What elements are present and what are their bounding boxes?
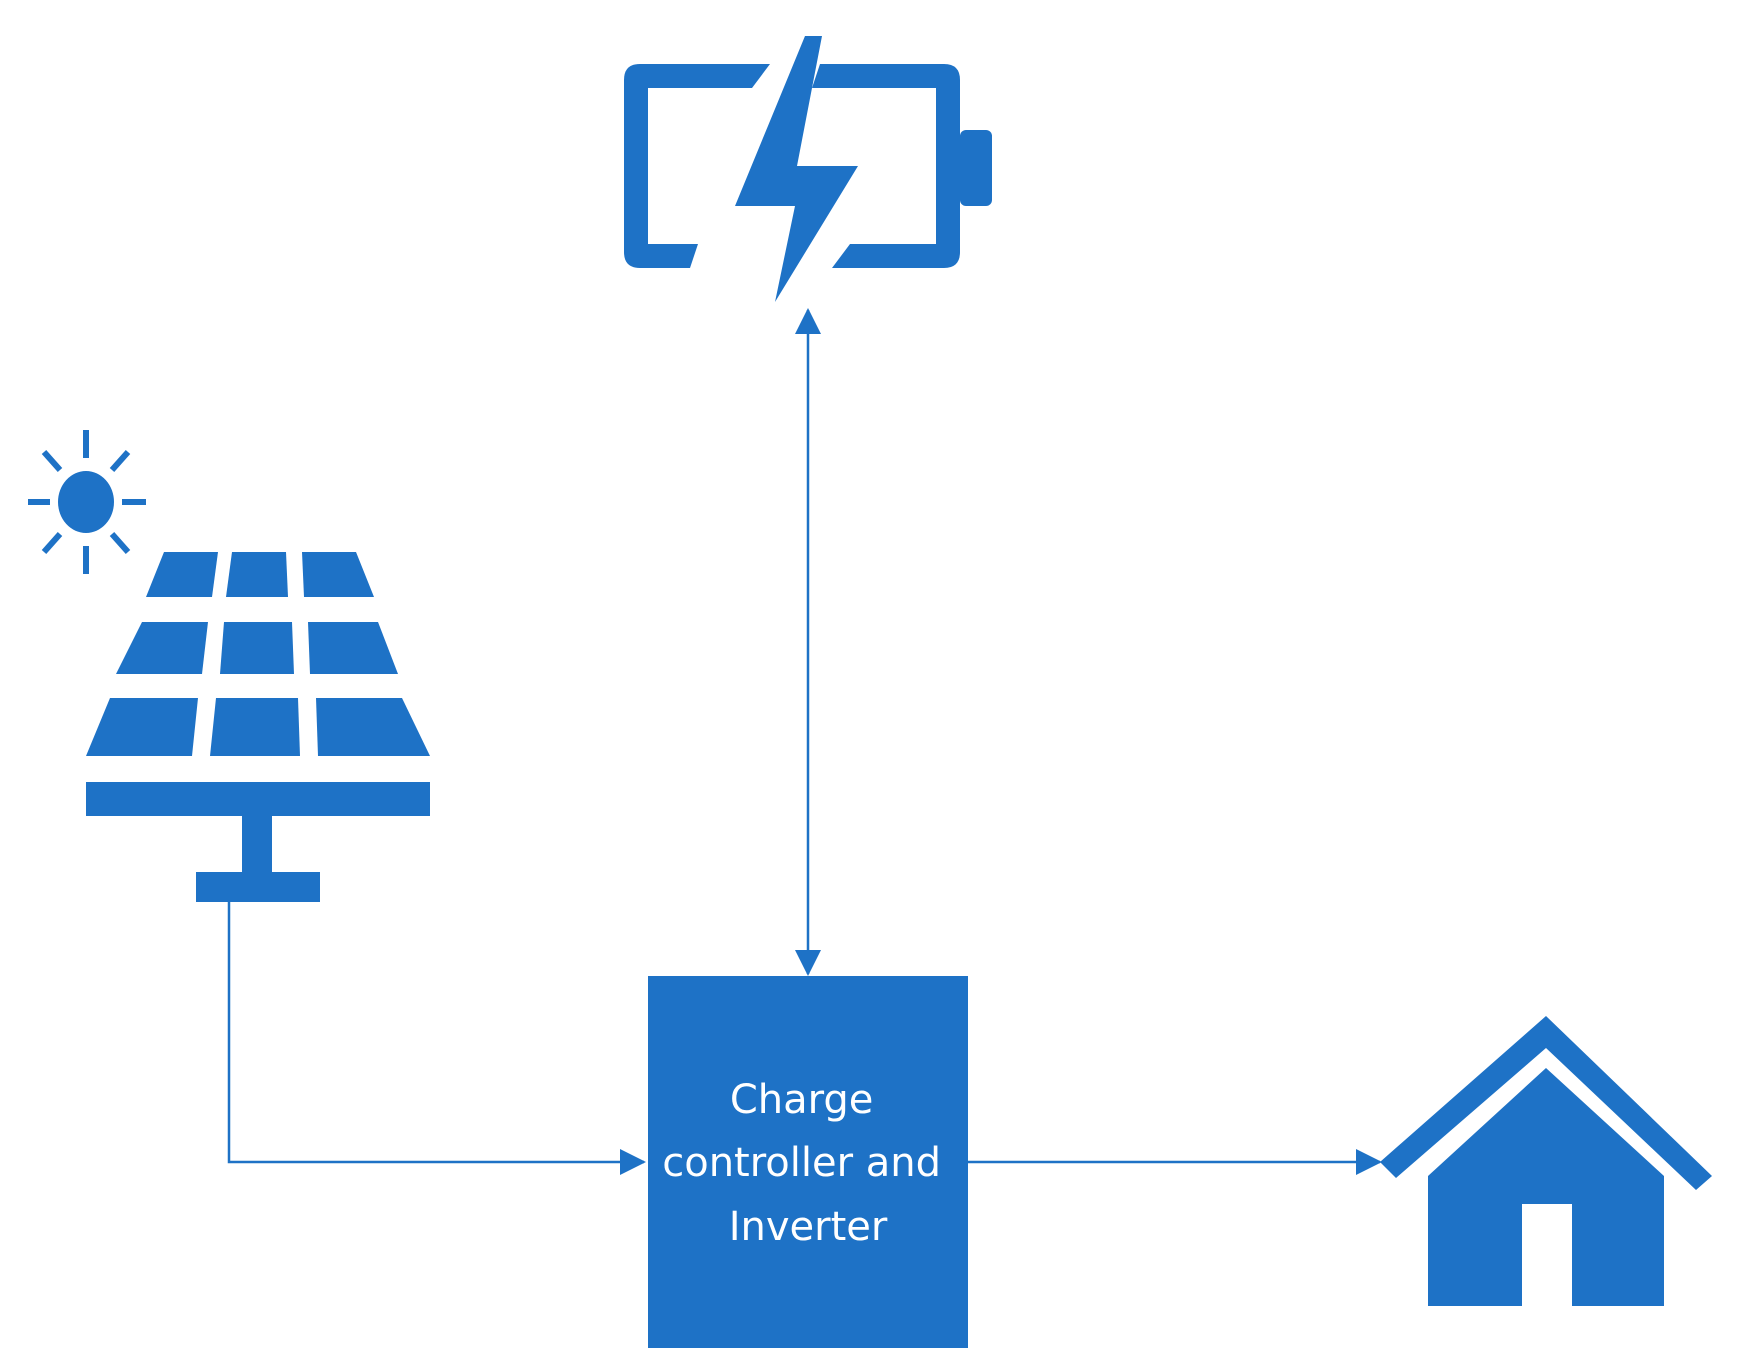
panel-cell <box>220 622 294 674</box>
panel-cell <box>316 698 430 756</box>
edge-solar-to-controller <box>227 902 646 1175</box>
battery-charging-icon <box>624 36 992 302</box>
charge-controller-box <box>648 976 968 1348</box>
panel-base <box>86 782 430 816</box>
panel-cell <box>226 552 288 597</box>
house-icon <box>1380 1016 1712 1306</box>
battery-frame <box>624 64 960 268</box>
panel-cell <box>146 552 218 597</box>
controller-label-line-1: Charge <box>730 1077 874 1123</box>
panel-cell <box>302 552 374 597</box>
house-body <box>1428 1068 1664 1306</box>
solar-panel-icon <box>86 552 430 902</box>
panel-cell <box>86 698 198 756</box>
lightning-bolt <box>735 36 858 302</box>
battery-terminal <box>960 130 992 206</box>
panel-cell <box>210 698 300 756</box>
controller-label-line-3: Inverter <box>729 1204 888 1250</box>
controller-label: Charge controller and Inverter <box>662 1077 954 1250</box>
house-roof <box>1380 1016 1712 1190</box>
controller-label-line-2: controller and <box>662 1140 941 1186</box>
panel-cell <box>116 622 208 674</box>
sun-icon <box>28 430 146 574</box>
panel-post <box>242 816 272 872</box>
panel-foot <box>196 872 320 902</box>
panel-cell <box>308 622 398 674</box>
charge-controller-node: Charge controller and Inverter <box>648 976 968 1348</box>
